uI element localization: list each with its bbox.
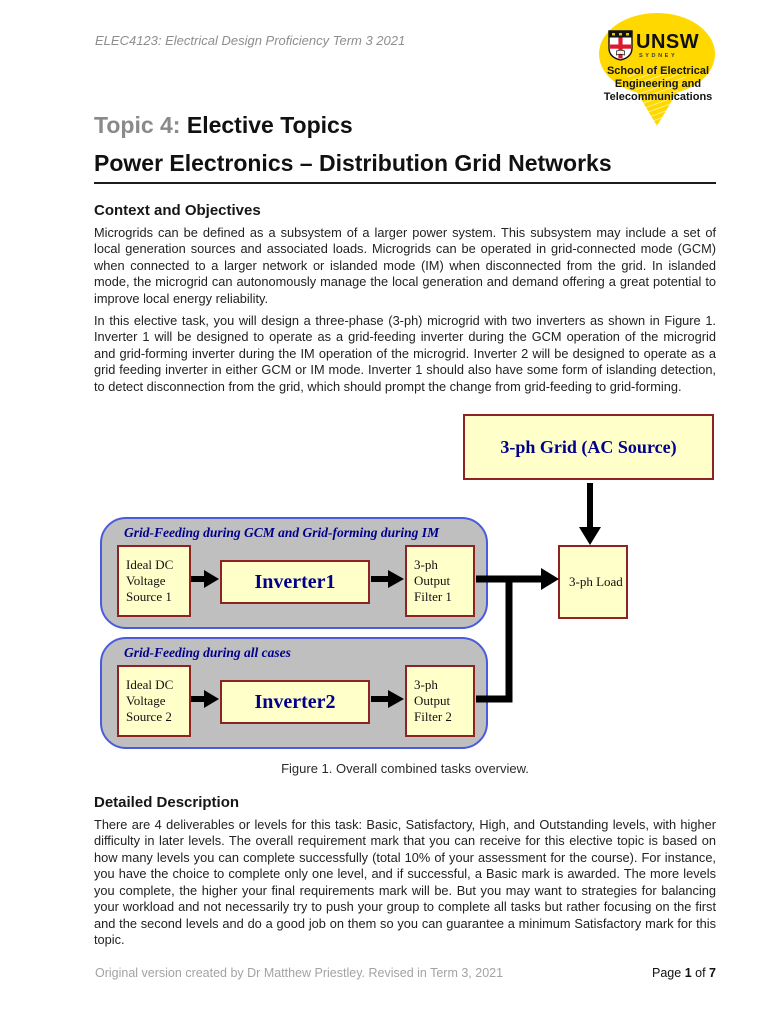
school-name: School of Electrical Engineering and Tel…	[603, 65, 713, 103]
dc-source-1-box: Ideal DC Voltage Source 1	[117, 545, 191, 618]
output-filter-1-box: 3-ph Output Filter 1	[405, 545, 475, 618]
footer-page-number: Page 1 of 7	[652, 966, 716, 980]
dc-source-2-box: Ideal DC Voltage Source 2	[117, 665, 191, 738]
topic-name: Elective Topics	[186, 112, 353, 138]
detailed-paragraph: There are 4 deliverables or levels for t…	[94, 817, 716, 947]
page-title: Power Electronics – Distribution Grid Ne…	[94, 150, 612, 176]
title-rule	[94, 182, 716, 184]
inverter2-group-label: Grid-Feeding during all cases	[124, 645, 291, 661]
course-header-text: ELEC4123: Electrical Design Proficiency …	[95, 33, 406, 48]
unsw-wordmark: UNSW	[636, 31, 700, 53]
context-paragraph-2: In this elective task, you will design a…	[94, 313, 716, 394]
topic-heading: Topic 4: Elective Topics	[94, 112, 716, 139]
section-heading-context: Context and Objectives	[94, 202, 261, 219]
inverter1-group-label: Grid-Feeding during GCM and Grid-forming…	[124, 525, 440, 541]
context-paragraph-1: Microgrids can be defined as a subsystem…	[94, 225, 716, 306]
topic-prefix: Topic 4:	[94, 112, 181, 138]
inverter1-box: Inverter1	[220, 560, 370, 605]
grid-source-box: 3-ph Grid (AC Source)	[463, 414, 714, 481]
figure-1-diagram: 3-ph Grid (AC Source) Grid-Feeding durin…	[94, 410, 716, 755]
unsw-crest-icon	[608, 30, 633, 61]
inverter2-box: Inverter2	[220, 680, 370, 725]
figure-caption: Figure 1. Overall combined tasks overvie…	[281, 761, 529, 777]
inverter1-group: Grid-Feeding during GCM and Grid-forming…	[100, 517, 488, 630]
load-box: 3-ph Load	[558, 545, 628, 620]
document-body: Topic 4: Elective Topics Power Electroni…	[94, 112, 716, 948]
footer-credit-text: Original version created by Dr Matthew P…	[95, 966, 504, 980]
unsw-city-label: SYDNEY	[639, 53, 678, 59]
output-filter-2-box: 3-ph Output Filter 2	[405, 665, 475, 738]
inverter2-group: Grid-Feeding during all cases Ideal DC V…	[100, 637, 488, 750]
section-heading-detailed: Detailed Description	[94, 794, 240, 812]
unsw-logo: UNSW SYDNEY School of Electrical Enginee…	[595, 10, 721, 126]
